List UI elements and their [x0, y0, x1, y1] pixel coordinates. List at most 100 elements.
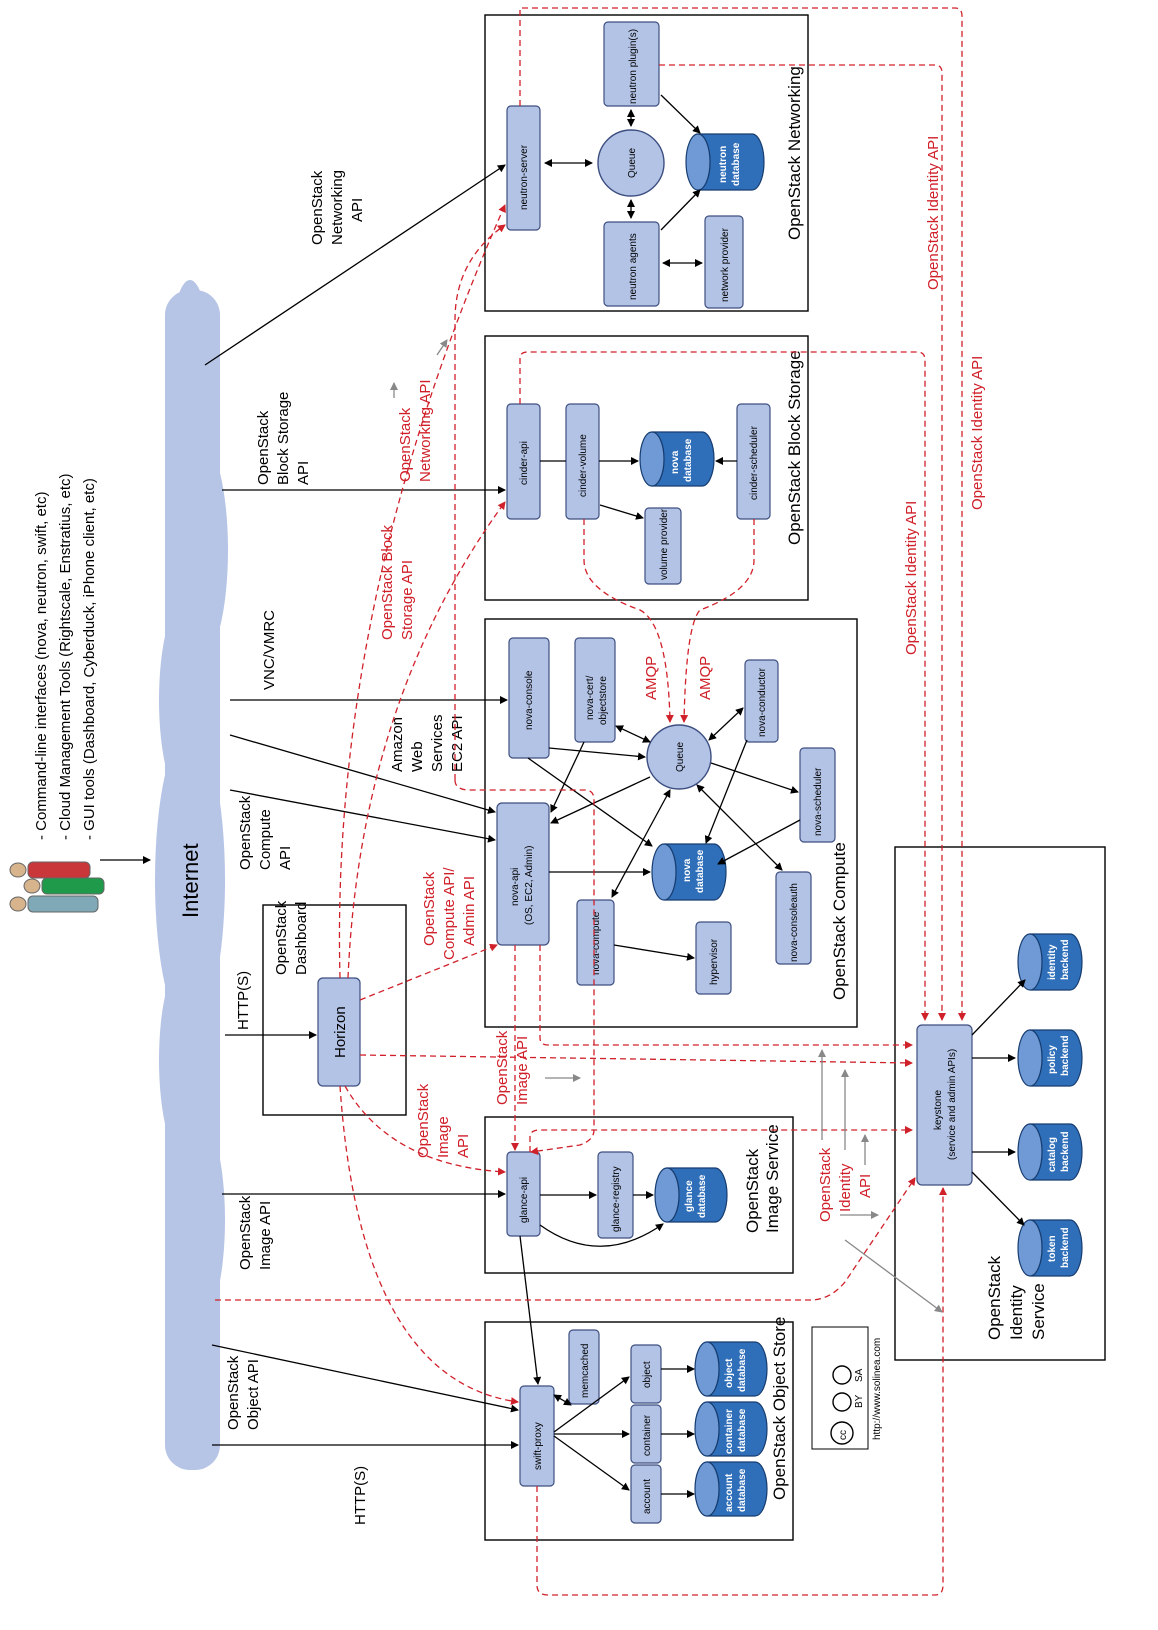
cinder-scheduler-amqp-red-path	[680, 519, 755, 723]
policy-db-label-1: policy	[1047, 1045, 1058, 1074]
account-db-label-1: account	[724, 1473, 735, 1512]
compute-queue	[646, 724, 712, 790]
account-label: account	[642, 1479, 653, 1514]
proxy-object-arrow	[553, 1376, 630, 1433]
policy-db-label-2: backend	[1060, 1035, 1071, 1076]
account-database	[694, 1461, 768, 1517]
image-service-title-2: Image Service	[763, 1124, 782, 1233]
internet-cloud	[155, 280, 228, 1470]
glance-api-db-curve	[539, 1223, 664, 1247]
glance-db-label-2: database	[697, 1174, 708, 1218]
hypervisor-label: hypervisor	[709, 938, 720, 985]
nova-db-label-1: nova	[682, 858, 693, 882]
red-identity-api-1: OpenStack Identity API	[925, 136, 942, 290]
gray-arrow-2	[436, 339, 448, 356]
red-identity-api-4c: API	[857, 1174, 874, 1198]
compute-queue-label: Queue	[675, 742, 686, 772]
nova-api-identity-red-path	[539, 945, 913, 1049]
networking-api-label-1: OpenStack	[309, 170, 326, 245]
networking-api-label-2: Networking	[329, 170, 346, 245]
red-compute-api-2: Compute API/	[441, 867, 458, 960]
memcached	[568, 1329, 600, 1405]
object-db-label-2: database	[737, 1348, 748, 1392]
proxy-account-arrow	[553, 1435, 630, 1491]
networking-queue	[597, 129, 665, 197]
compute-api-arrow	[229, 789, 496, 843]
red-identity-api-4a: OpenStack	[817, 1147, 834, 1222]
nova-api-label-2: (OS, EC2, Admin)	[524, 846, 535, 925]
red-compute-api-1: OpenStack	[421, 871, 438, 946]
gray-arrow-8	[844, 1239, 943, 1313]
compute-api-label-1: OpenStack	[237, 795, 254, 870]
block-api-label-1: OpenStack	[255, 410, 272, 485]
ec2-label-1: Amazon	[389, 717, 406, 772]
glance-api	[506, 1151, 541, 1237]
legend-cloud-tools: - Cloud Management Tools (Rightscale, En…	[57, 473, 74, 840]
nova-compute	[576, 899, 615, 986]
ec2-label-4: EC2 API	[449, 715, 466, 772]
compute-networking-red-path	[454, 224, 506, 780]
networking-api-arrow	[204, 164, 506, 366]
red-networking-api-2: Networking API	[417, 379, 434, 482]
ec2-label-2: Web	[409, 741, 426, 772]
identity-title-3: Service	[1029, 1283, 1048, 1340]
image-api-label-2: Image API	[257, 1201, 274, 1270]
red-image-api-1a: OpenStack	[415, 1083, 432, 1158]
dashboard-title-1: OpenStack	[273, 900, 290, 975]
keystone-label-2: (service and admin APIs)	[947, 1049, 958, 1160]
cinder-db-label-2: database	[683, 438, 694, 482]
networking-box	[484, 14, 809, 312]
swift-identity-red-path	[536, 1187, 947, 1596]
horizon-label: Horizon	[332, 1006, 349, 1058]
nova-api-label-1: nova-api	[510, 868, 521, 906]
plugins-identity-red-path	[659, 64, 946, 1021]
sa-label: SA	[854, 1368, 865, 1382]
container-database	[694, 1401, 768, 1457]
image-api-label-1: OpenStack	[237, 1195, 254, 1270]
nova-consoleauth	[775, 871, 812, 965]
horizon-object-red-path	[339, 1085, 519, 1405]
identity-title-2: Identity	[1007, 1285, 1026, 1340]
memcached-label: memcached	[580, 1344, 591, 1398]
red-image-api-2a: OpenStack	[494, 1030, 511, 1105]
cinder-db-label-1: nova	[670, 450, 681, 474]
nova-cert-label-1: nova-cert/	[585, 675, 596, 720]
plugins-db-arrow	[660, 94, 701, 134]
red-block-api-2: Storage API	[399, 560, 416, 640]
catalog-db-label-2: backend	[1060, 1131, 1071, 1172]
horizon-image-red-path	[344, 1085, 506, 1176]
network-provider-label: network provider	[720, 227, 731, 302]
red-image-api-1b: Image	[435, 1116, 452, 1158]
object-db-label-1: object	[724, 1358, 735, 1388]
users-icon	[9, 861, 105, 913]
nova-scheduler	[799, 747, 836, 843]
neutron-identity-red-path	[519, 7, 966, 1021]
cinder-identity-red-path	[519, 351, 929, 1021]
object-store-title: OpenStack Object Store	[770, 1317, 789, 1500]
neutron-plugins-label: neutron plugin(s)	[628, 29, 639, 104]
neutron-agents-label: neutron agents	[628, 233, 639, 300]
cinder-api-label: cinder-api	[519, 441, 530, 485]
red-amqp-2: AMQP	[697, 656, 714, 700]
identity-backend-db	[1017, 933, 1083, 991]
container-label: container	[642, 1414, 653, 1456]
red-block-api-1: OpenStack Block	[379, 524, 396, 640]
cert-queue-arrow	[615, 725, 651, 743]
nova-db-label-2: database	[695, 849, 706, 893]
https-bottom-label: HTTP(S)	[352, 1466, 369, 1525]
red-identity-api-3: OpenStack Identity API	[903, 501, 920, 655]
compute-title: OpenStack Compute	[830, 842, 849, 1000]
ec2-api-arrow	[229, 734, 496, 814]
glance-registry-label: glance-registry	[611, 1166, 622, 1232]
container-db-label-1: container	[724, 1409, 735, 1454]
https-top-label: HTTP(S)	[235, 971, 252, 1030]
cc-license-box	[811, 1326, 869, 1450]
internet-identity-red-path	[215, 1177, 916, 1301]
cinder-volume-amqp-red-path	[583, 519, 674, 723]
neutron-server	[506, 105, 541, 231]
cc-label: cc	[838, 1430, 849, 1440]
object-database	[694, 1341, 768, 1397]
agents-db-arrow	[660, 189, 701, 231]
compute-hypervisor-arrow	[613, 944, 695, 961]
queue-scheduler-arrow	[710, 762, 799, 794]
